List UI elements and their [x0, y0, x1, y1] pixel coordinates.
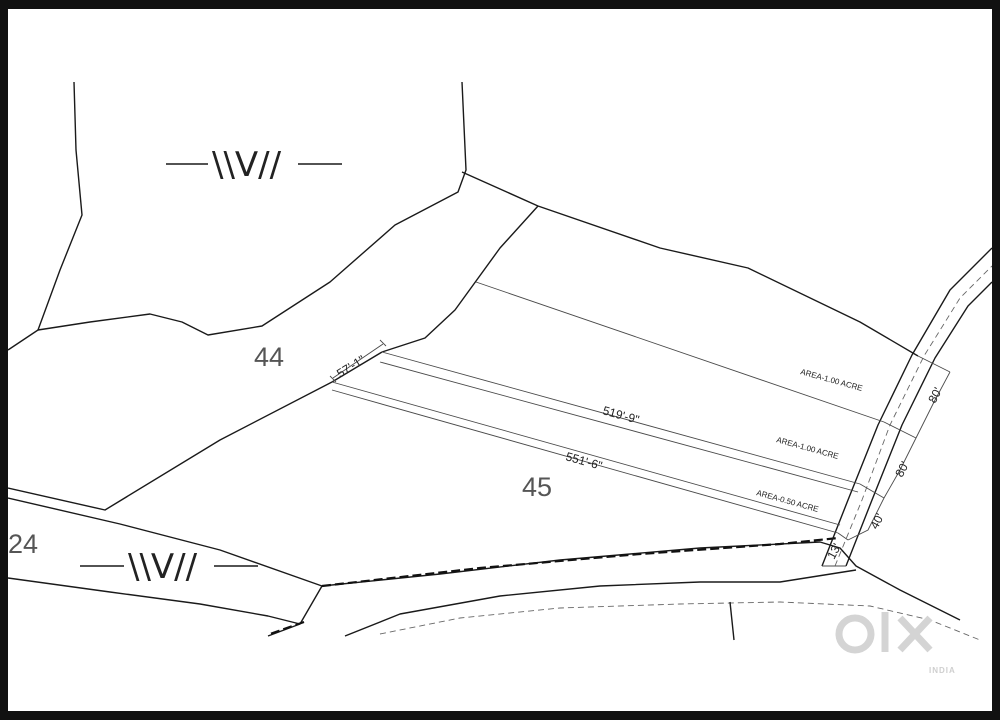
- parcel-boundary-45-west: [8, 351, 383, 511]
- land-symbol-lower: \\V//: [80, 547, 258, 587]
- dimension-label-551: 551'-6": [564, 449, 604, 472]
- survey-map: 44 45 24 57'-1" 519'-9" 551'-6" 80' 80' …: [8, 81, 992, 675]
- right-road-centerline: [834, 265, 992, 567]
- parcel-boundary-left: [8, 329, 39, 351]
- dimension-label-57: 57'-1": [334, 352, 367, 380]
- road-main-south: [344, 569, 857, 637]
- survey-map-canvas: 44 45 24 57'-1" 519'-9" 551'-6" 80' 80' …: [8, 9, 992, 711]
- right-road-west-edge: [821, 247, 992, 567]
- road-lower-edge: [8, 577, 301, 625]
- land-symbol-upper-text: \\V//: [212, 145, 282, 185]
- subdivision-line-3a: [331, 381, 841, 526]
- dimension-label-80-upper: 80': [925, 385, 945, 405]
- dashed-boundary-west: [269, 620, 305, 636]
- road-main-north: [321, 541, 961, 621]
- area-label-1: AREA-1.00 ACRE: [799, 367, 863, 393]
- parcel-boundary-44-south: [381, 205, 539, 353]
- dimension-line-13: [837, 532, 849, 541]
- area-label-2: AREA-1.00 ACRE: [775, 435, 839, 461]
- road-centerline: [379, 601, 981, 641]
- olx-watermark-sub: INDIA: [929, 666, 956, 675]
- dimension-line-57: [332, 343, 384, 379]
- parcel-boundary-upper: [37, 81, 467, 336]
- plot-number-44: 44: [254, 342, 284, 372]
- dashed-boundary-south: [321, 536, 839, 588]
- road-junction: [267, 585, 323, 637]
- dimension-label-80-mid: 80': [892, 459, 912, 479]
- dimension-tick-a: [329, 375, 337, 383]
- dimension-label-40: 40': [867, 511, 887, 531]
- dimension-line-40: [859, 483, 885, 499]
- olx-x-icon: [897, 615, 933, 653]
- right-road-east-edge: [845, 281, 992, 567]
- road-stub: [729, 601, 735, 641]
- dimension-label-13: 13': [824, 541, 844, 561]
- olx-watermark: INDIA: [835, 612, 956, 675]
- subdivision-line-2b: [379, 361, 859, 493]
- parcel-boundary-top: [461, 171, 919, 357]
- subdivision-line-3b: [331, 389, 839, 534]
- land-symbol-upper: \\V//: [166, 145, 342, 185]
- dimension-line-right-vertical: [847, 371, 951, 541]
- subdivision-line-1: [475, 281, 885, 423]
- subdivision-line-2a: [381, 351, 861, 485]
- land-symbol-lower-text: \\V//: [128, 547, 198, 587]
- road-upper-edge: [8, 497, 323, 587]
- dimension-line-80-upper: [917, 355, 951, 373]
- dimension-line-80-mid: [883, 421, 917, 439]
- olx-o-icon: [835, 614, 875, 654]
- plot-number-24: 24: [8, 529, 38, 559]
- plot-number-45: 45: [522, 472, 552, 502]
- dimension-tick-b: [379, 339, 387, 347]
